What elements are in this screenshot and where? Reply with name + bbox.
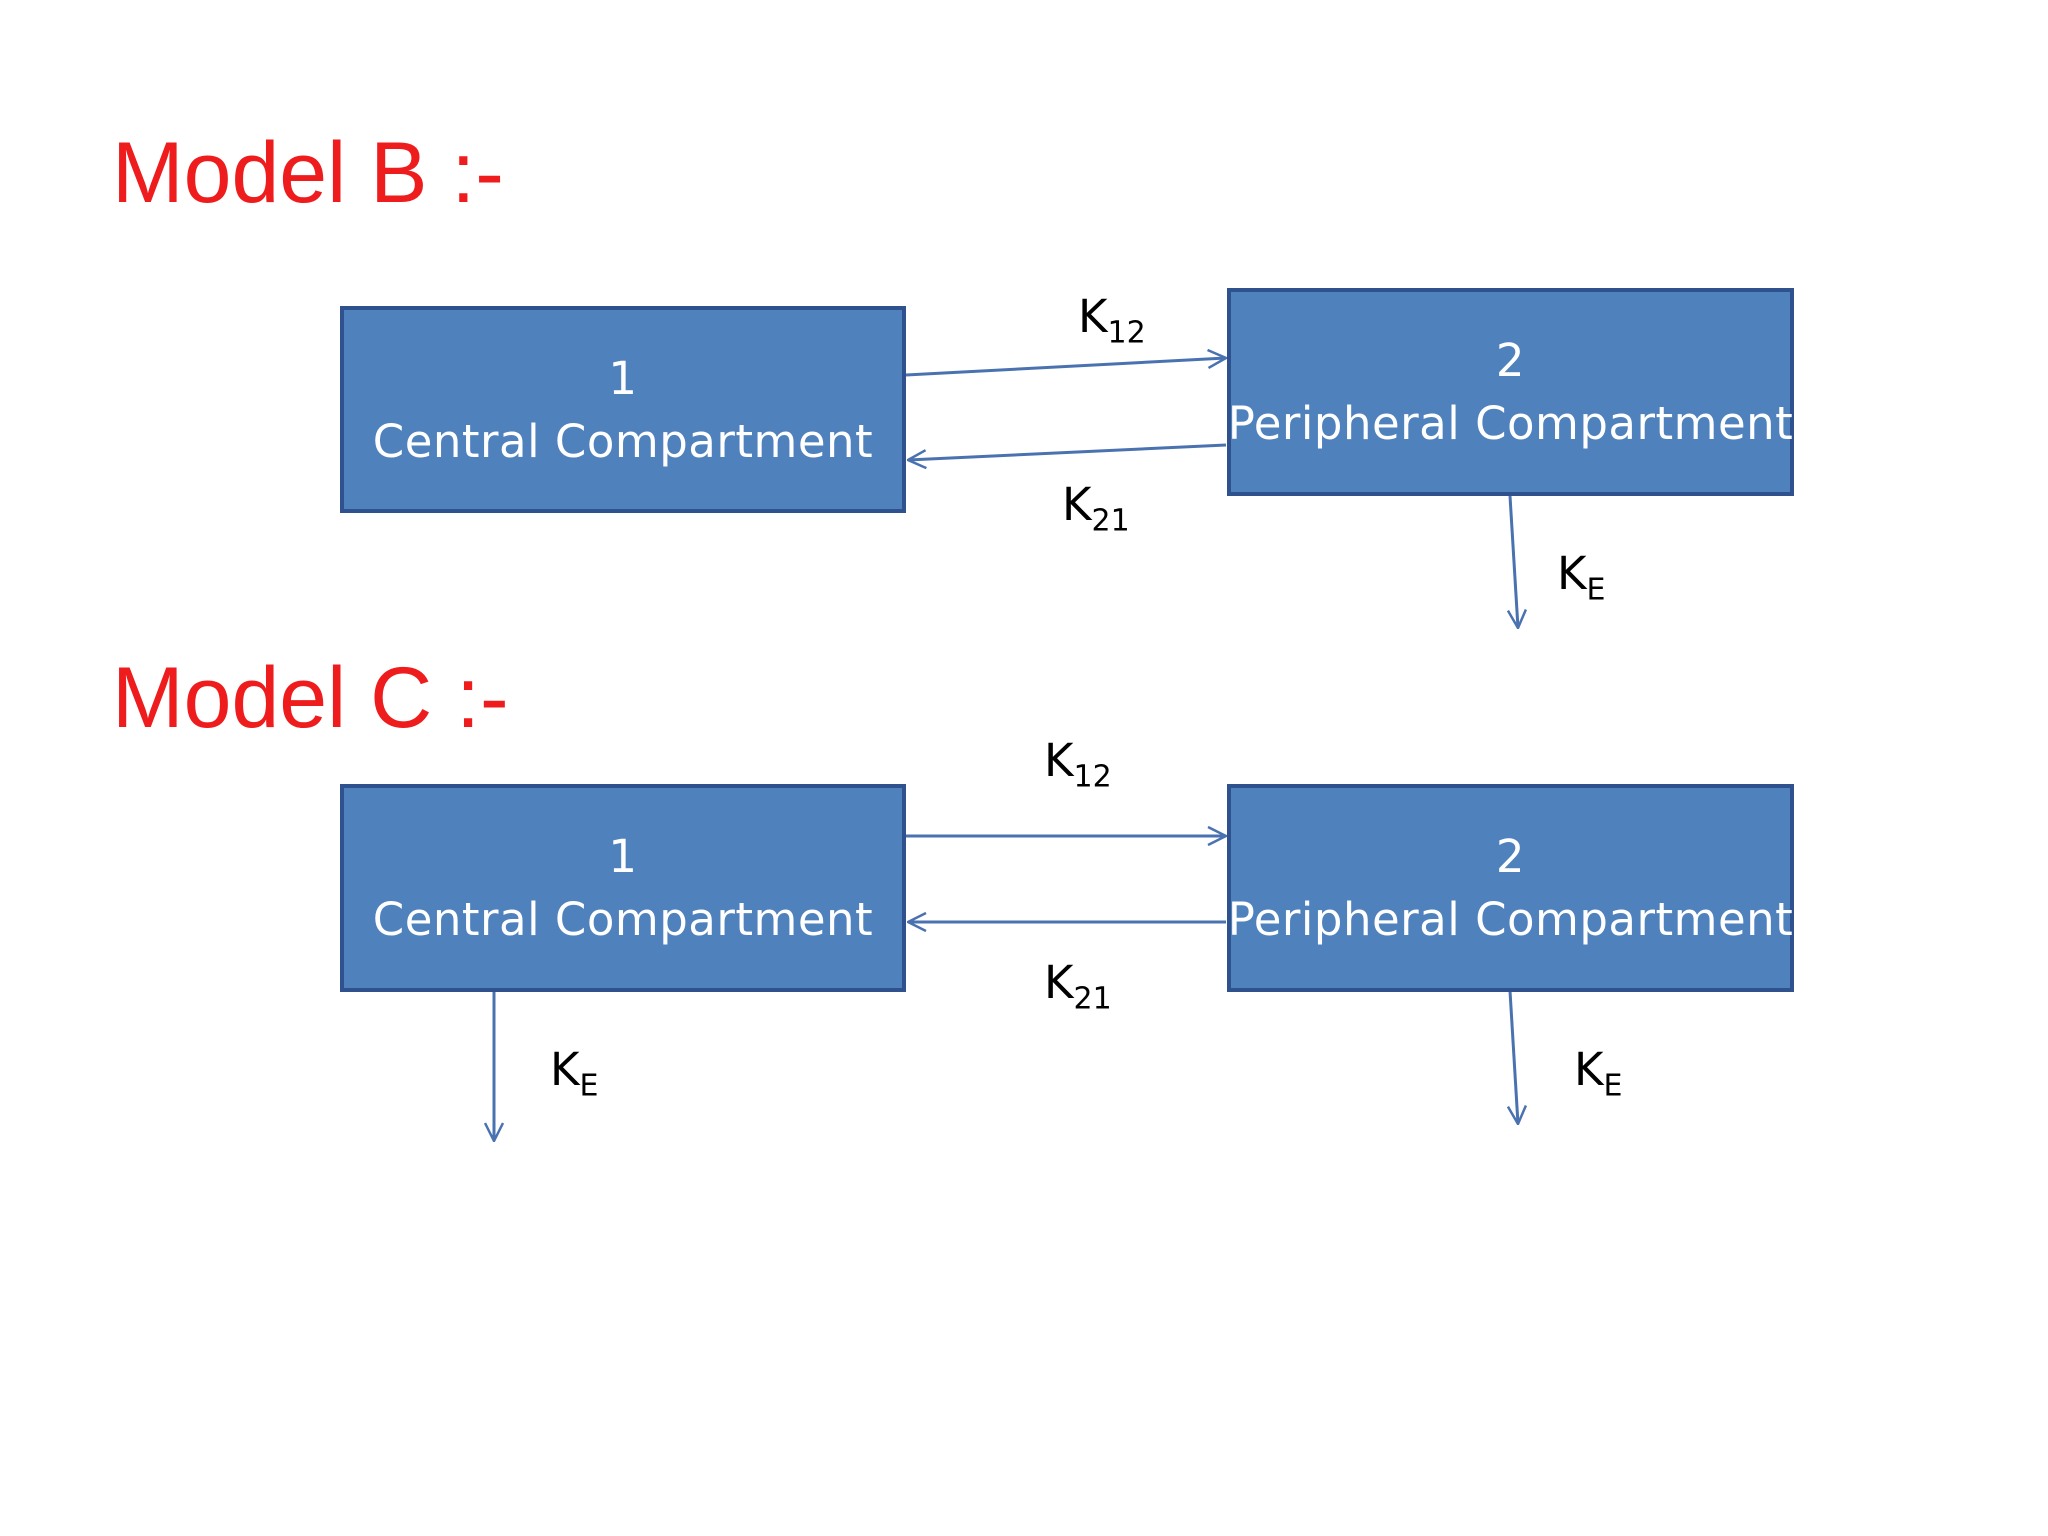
model-c-central-label: Central Compartment: [372, 893, 874, 946]
model-b-ke-arrow: [1510, 495, 1518, 628]
model-c-ke-peripheral-base: K: [1574, 1043, 1604, 1096]
model-c-k12-label: K12: [1044, 738, 1112, 793]
model-b-ke-base: K: [1557, 547, 1587, 600]
model-c-ke-peripheral-arrow: [1510, 990, 1518, 1124]
model-c-ke-peripheral-sub: E: [1603, 1068, 1623, 1104]
model-b-heading: Model B :-: [112, 125, 504, 221]
model-b-k21-label: K21: [1062, 482, 1130, 537]
model-c-central-compartment-box: 1 Central Compartment: [340, 784, 906, 992]
model-c-heading: Model C :-: [112, 650, 509, 746]
model-b-central-label: Central Compartment: [372, 414, 874, 468]
model-c-peripheral-number: 2: [1495, 830, 1526, 883]
model-b-k21-base: K: [1062, 478, 1092, 531]
model-c-peripheral-label: Peripheral Compartment: [1227, 893, 1794, 946]
model-b-peripheral-compartment-box: 2 Peripheral Compartment: [1227, 288, 1794, 496]
model-c-central-number: 1: [608, 830, 638, 883]
model-c-k21-sub: 21: [1073, 981, 1112, 1017]
model-c-ke-central-sub: E: [579, 1068, 599, 1104]
model-b-k21-arrow: [908, 443, 1227, 460]
model-b-k12-base: K: [1078, 290, 1108, 343]
model-c-ke-central-base: K: [550, 1043, 580, 1096]
model-c-peripheral-compartment-box: 2 Peripheral Compartment: [1227, 784, 1794, 992]
model-b-ke-label: KE: [1557, 551, 1605, 606]
model-b-ke-sub: E: [1586, 572, 1606, 608]
model-c-k12-sub: 12: [1073, 759, 1112, 795]
model-b-peripheral-number: 2: [1495, 334, 1526, 387]
model-b-k12-sub: 12: [1107, 315, 1146, 351]
model-c-k21-label: K21: [1044, 960, 1112, 1015]
model-b-k21-sub: 21: [1091, 503, 1130, 539]
model-b-central-number: 1: [608, 351, 638, 405]
model-b-k12-arrow: [905, 358, 1226, 377]
model-c-ke-peripheral-label: KE: [1574, 1047, 1622, 1102]
model-b-peripheral-label: Peripheral Compartment: [1227, 397, 1794, 450]
model-c-k21-base: K: [1044, 956, 1074, 1009]
model-c-k12-base: K: [1044, 734, 1074, 787]
model-c-ke-central-label: KE: [550, 1047, 598, 1102]
model-b-k12-label: K12: [1078, 294, 1146, 349]
model-b-central-compartment-box: 1 Central Compartment: [340, 306, 906, 513]
